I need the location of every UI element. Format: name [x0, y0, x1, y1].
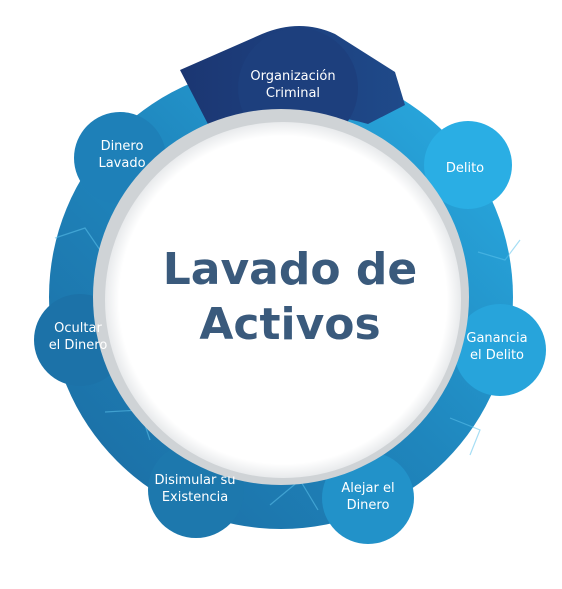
bump-ganancia [454, 304, 546, 396]
inner-disc [105, 122, 461, 478]
node-delito: Delito [446, 161, 484, 176]
node-label-dinero-line2: Lavado [98, 156, 145, 171]
node-label-dinero-line1: Dinero [101, 139, 144, 154]
node-organizacion-criminal: Organización Criminal [250, 69, 335, 101]
node-label-organizacion-line2: Criminal [266, 86, 320, 101]
center-title-line2: Activos [199, 299, 380, 350]
node-dinero-lavado: Dinero Lavado [98, 139, 145, 171]
node-ganancia: Ganancia el Delito [466, 331, 527, 363]
node-bumps [34, 112, 546, 544]
node-disimular: Disimular su Existencia [155, 473, 236, 505]
bump-delito [424, 121, 512, 209]
node-label-ocultar-line1: Ocultar [54, 321, 102, 336]
node-alejar: Alejar el Dinero [341, 481, 394, 513]
node-label-alejar-line2: Dinero [347, 498, 390, 513]
bump-alejar [322, 452, 414, 544]
node-label-ganancia-line1: Ganancia [466, 331, 527, 346]
center-title-line1: Lavado de [163, 244, 417, 295]
node-label-ocultar-line2: el Dinero [49, 338, 108, 353]
node-label-ganancia-line2: el Delito [470, 348, 524, 363]
node-label-organizacion-line1: Organización [250, 69, 335, 84]
node-label-disimular-line1: Disimular su [155, 473, 236, 488]
node-label-disimular-line2: Existencia [162, 490, 228, 505]
node-label-delito-line1: Delito [446, 161, 484, 176]
node-ocultar: Ocultar el Dinero [49, 321, 108, 353]
node-label-alejar-line1: Alejar el [341, 481, 394, 496]
